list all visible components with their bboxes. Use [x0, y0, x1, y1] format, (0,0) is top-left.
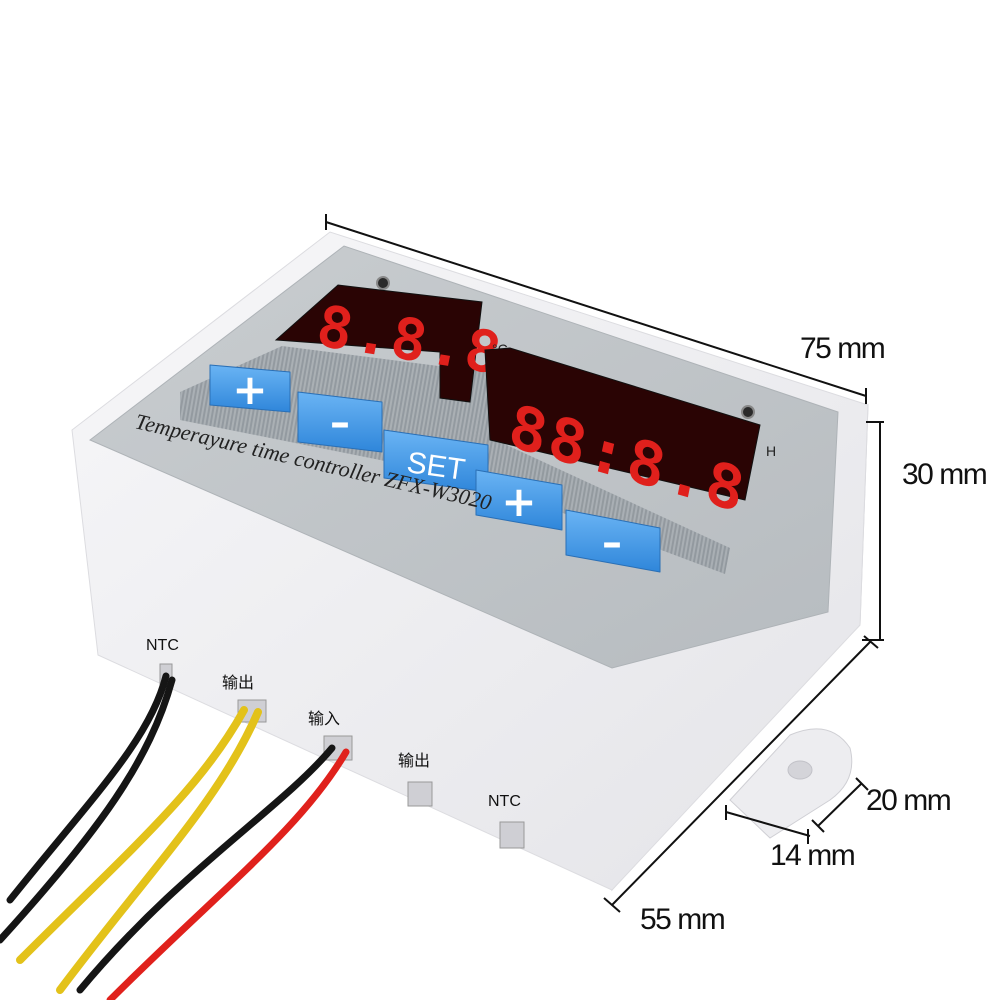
temp-minus-label: – [330, 400, 350, 446]
height-dimension-line [862, 421, 884, 641]
time-minus-label: – [602, 520, 622, 566]
terminal-label-input-top: 输入 [308, 709, 340, 728]
temp-minus-button[interactable]: – [297, 391, 383, 453]
hours-unit-label: H [766, 443, 776, 459]
tab-width-dimension-line [811, 777, 869, 833]
indicator-led-time [741, 405, 755, 419]
indicator-led-temp [376, 276, 390, 290]
height-dimension-label: 30 mm [902, 458, 988, 491]
terminal-label-ntc-bottom: NTC [488, 793, 521, 810]
wire-black-input [76, 744, 336, 994]
dimension-lines [325, 214, 884, 913]
set-button[interactable]: SET [383, 429, 489, 493]
wire-black-ntc-2 [0, 676, 176, 944]
wire-yellow-2 [56, 708, 262, 994]
wire-red-input [106, 748, 350, 1000]
depth-dimension-line [603, 635, 879, 913]
button-band-right [470, 372, 730, 574]
temp-plus-button[interactable]: + [209, 364, 291, 414]
front-panel: 8.8.8. °C 88:8.8 H + – SET + [89, 245, 839, 669]
time-plus-button[interactable]: + [475, 469, 563, 531]
terminal-label-ntc-top: NTC [146, 637, 179, 654]
wire-black-ntc [6, 672, 170, 904]
width-dimension-line [325, 214, 867, 404]
mounting-tab [729, 728, 853, 839]
terminal-label-output-bottom: 输出 [398, 751, 430, 770]
set-button-label: SET [405, 446, 467, 487]
terminal-label-output-top: 输出 [222, 673, 254, 692]
tab-depth-dimension-line [725, 805, 811, 844]
mounting-hole [787, 760, 813, 780]
tab-depth-dimension-label: 14 mm [770, 839, 856, 872]
width-dimension-label: 75 mm [800, 332, 886, 365]
time-minus-button[interactable]: – [565, 509, 661, 573]
temp-plus-label: + [232, 365, 267, 414]
time-plus-label: + [501, 477, 536, 526]
tab-width-dimension-label: 20 mm [866, 784, 952, 817]
wire-yellow-1 [16, 706, 248, 964]
depth-dimension-label: 55 mm [640, 903, 726, 936]
wires [0, 672, 350, 1000]
